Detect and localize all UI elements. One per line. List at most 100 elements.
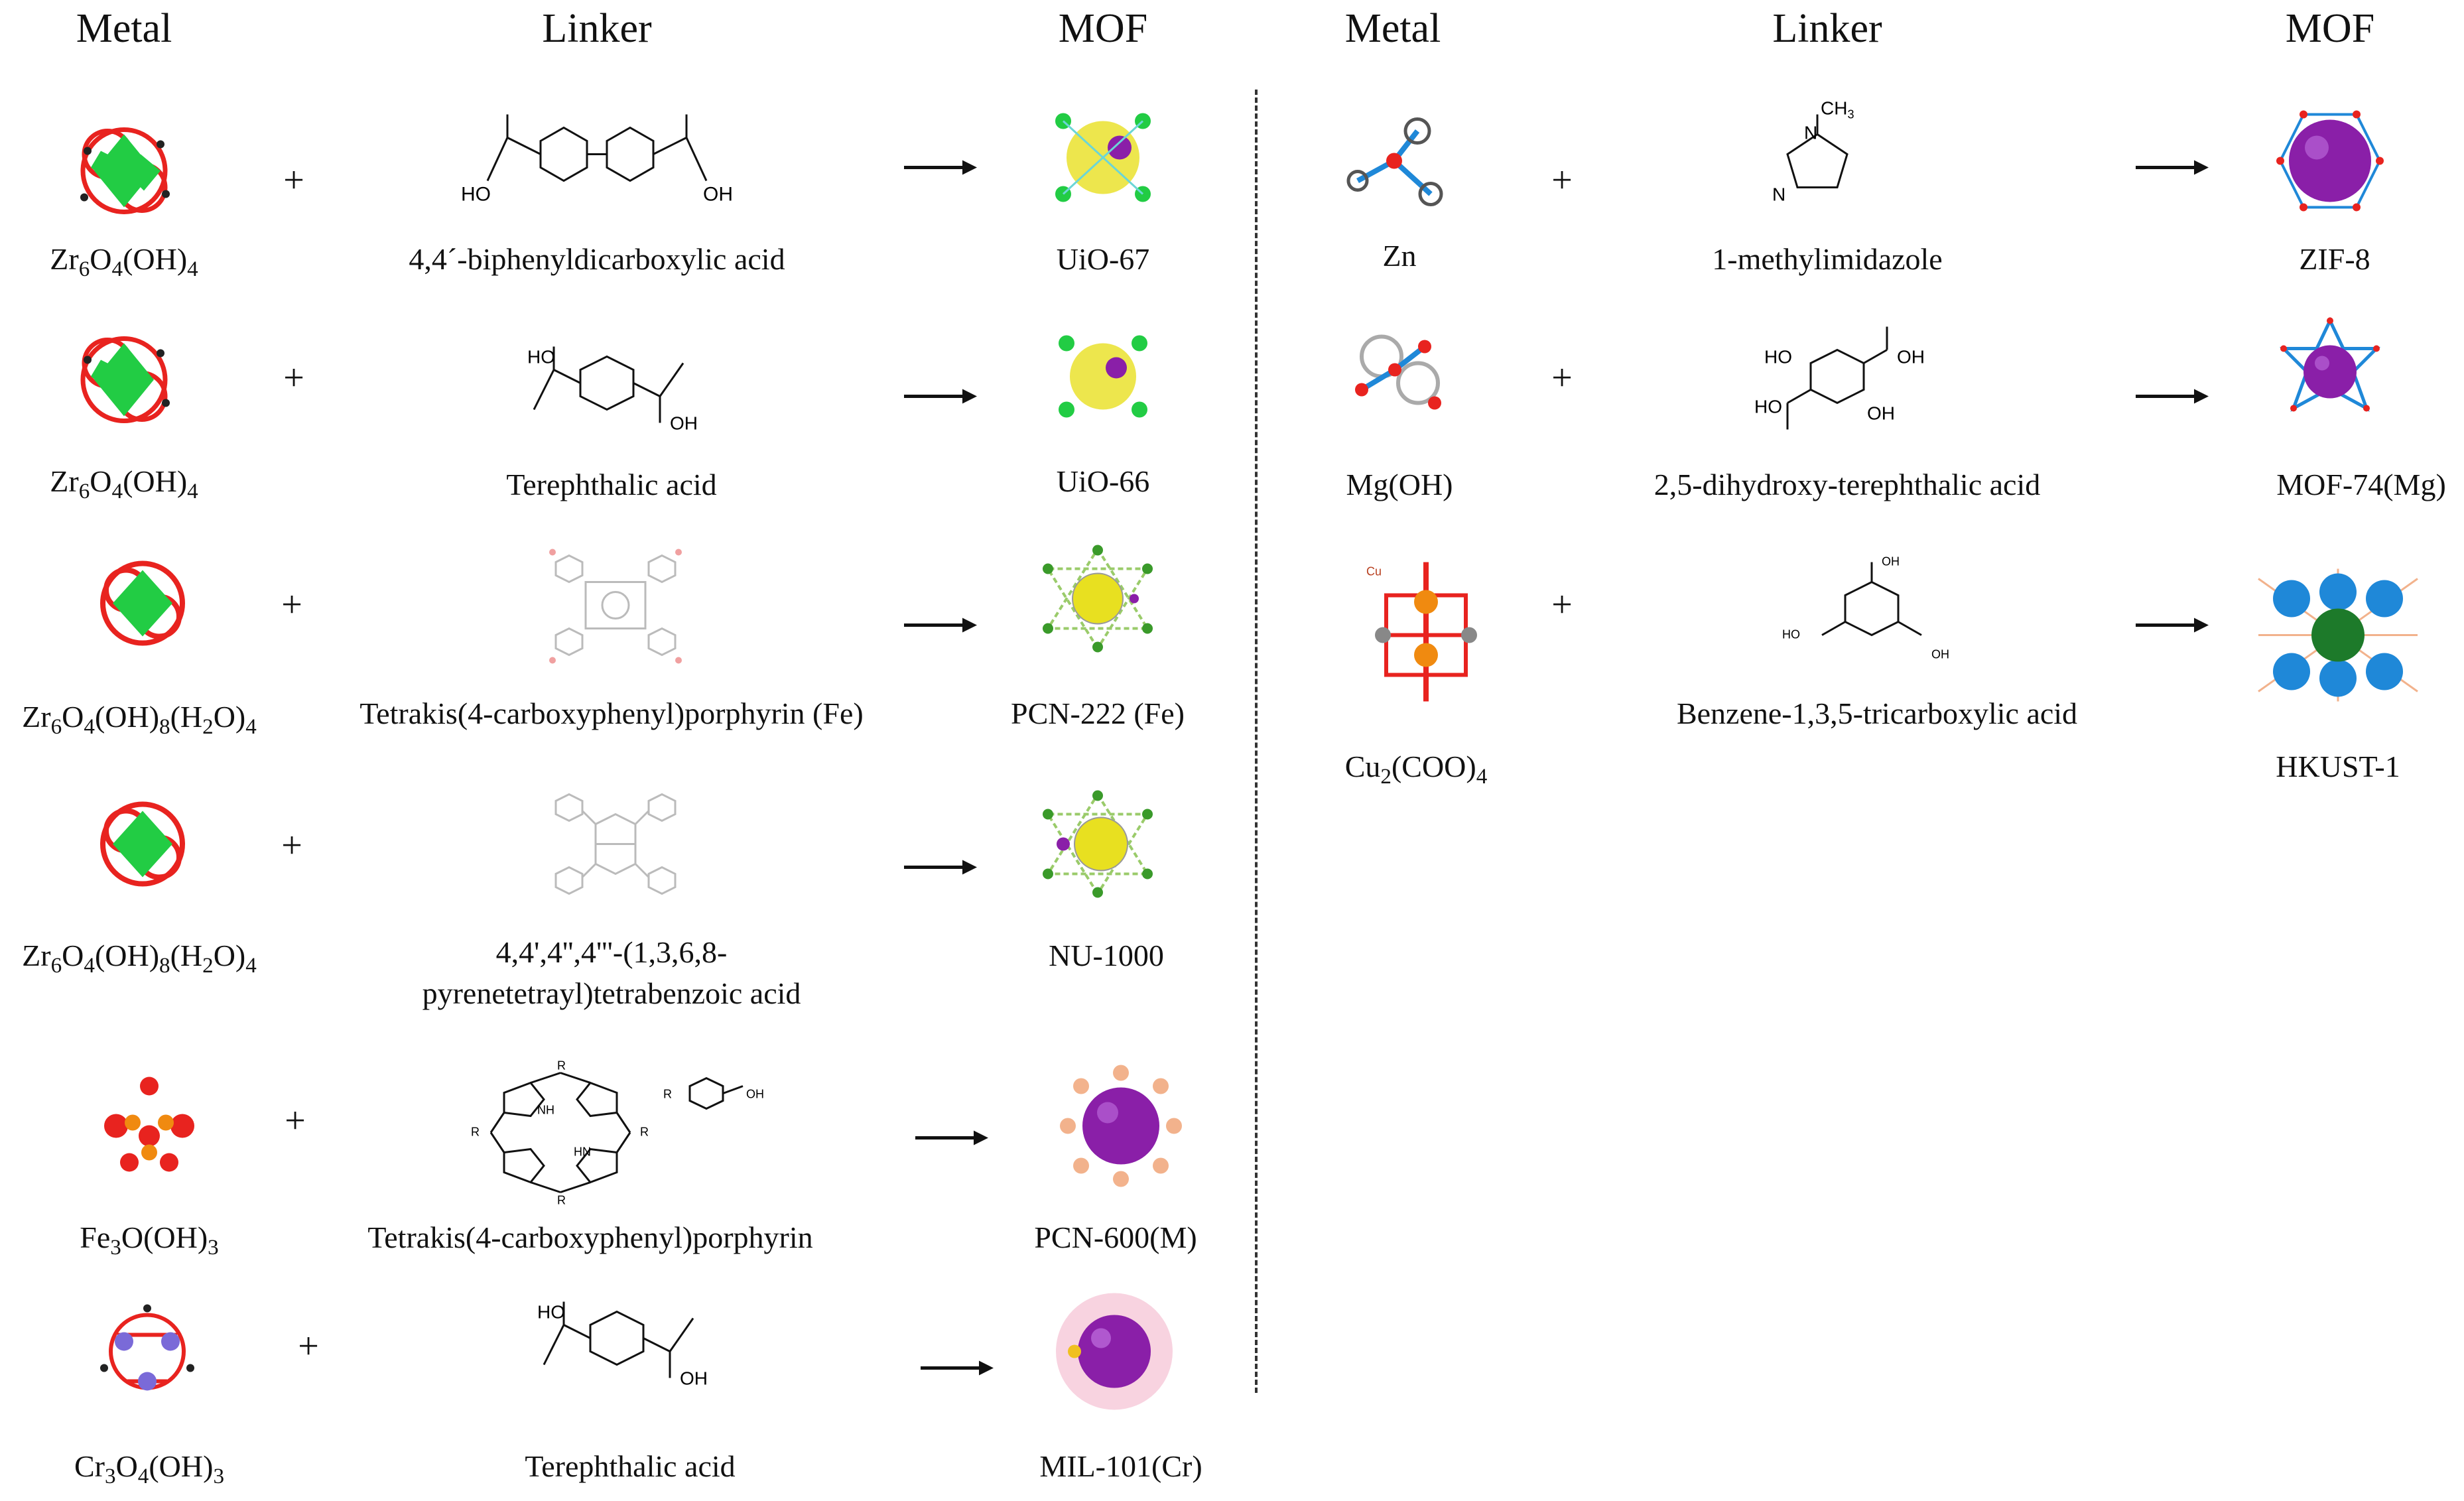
- zr-cluster-image: [83, 547, 202, 663]
- svg-text:OH: OH: [1931, 648, 1949, 661]
- metal-label: Zr6O4(OH)4: [50, 464, 198, 504]
- plus-sign: +: [283, 358, 304, 399]
- svg-text:R: R: [557, 1060, 566, 1073]
- header-mof-right: MOF: [2285, 6, 2375, 51]
- reaction-arrow: [2136, 616, 2209, 639]
- mof-label: ZIF-8: [2299, 242, 2370, 276]
- plus-sign: +: [281, 584, 302, 625]
- terephthalic-acid-structure: HO OH: [487, 334, 726, 443]
- dihydroxy-terephthalic-acid-structure: HO OH HO OH: [1718, 320, 1957, 450]
- svg-text:R: R: [557, 1194, 566, 1206]
- fe-cluster-image: [93, 1070, 206, 1186]
- svg-text:HO: HO: [537, 1302, 565, 1323]
- mg-cluster-image: [1335, 317, 1455, 433]
- linker-label: 1-methylimidazole: [1712, 242, 1943, 276]
- plus-sign: +: [298, 1326, 319, 1367]
- linker-label: 4,4´-biphenyldicarboxylic acid: [409, 242, 785, 276]
- svg-text:R: R: [663, 1088, 672, 1101]
- svg-text:OH: OH: [1897, 347, 1925, 367]
- mof-label: MOF-74(Mg): [2276, 468, 2446, 501]
- svg-text:OH: OH: [703, 184, 733, 206]
- svg-text:OH: OH: [746, 1088, 764, 1101]
- linker-label: Terephthalic acid: [506, 468, 717, 501]
- mof-label: PCN-222 (Fe): [1011, 696, 1185, 730]
- svg-text:OH: OH: [1867, 403, 1895, 424]
- metal-label: Cr3O4(OH)3: [74, 1449, 224, 1489]
- plus-sign: +: [281, 825, 302, 866]
- svg-text:HO: HO: [1782, 628, 1800, 641]
- pyrene-tetrabenzoic-acid-structure: [516, 781, 715, 911]
- svg-text:NH: NH: [537, 1104, 554, 1117]
- zr-cluster-image: [83, 788, 202, 904]
- svg-text:OH: OH: [1882, 555, 1900, 568]
- linker-label: Benzene-1,3,5-tricarboxylic acid: [1676, 696, 2078, 730]
- mof-label: PCN-600(M): [1034, 1220, 1197, 1254]
- svg-text:HO: HO: [527, 347, 555, 367]
- zif-8-structure: [2270, 101, 2390, 224]
- header-metal-right: Metal: [1344, 6, 1441, 51]
- biphenyl-dicarboxylic-acid-structure: HO OH: [441, 108, 753, 218]
- plus-sign: +: [1551, 584, 1573, 625]
- svg-text:HO: HO: [1754, 397, 1782, 417]
- svg-text:Cu: Cu: [1366, 565, 1382, 578]
- zn-cluster-image: [1338, 108, 1457, 224]
- svg-text:HO: HO: [1764, 347, 1792, 367]
- plus-sign: +: [1551, 358, 1573, 399]
- terephthalic-acid-structure: HO OH: [497, 1289, 736, 1398]
- header-linker-right: Linker: [1772, 6, 1882, 51]
- svg-text:HO: HO: [461, 184, 491, 206]
- plus-sign: +: [285, 1100, 306, 1142]
- linker-label: Tetrakis(4-carboxyphenyl)porphyrin: [367, 1220, 813, 1254]
- plus-sign: +: [1551, 160, 1573, 201]
- reaction-arrow: [904, 387, 977, 410]
- metal-label: Cu2(COO)4: [1344, 750, 1488, 789]
- cu-paddlewheel-image: Cu: [1360, 543, 1492, 718]
- header-metal-left: Metal: [76, 6, 172, 51]
- linker-label: 2,5-dihydroxy-terephthalic acid: [1653, 468, 2041, 501]
- metal-label: Zr6O4(OH)8(H2O)4: [22, 939, 257, 978]
- reaction-arrow: [904, 616, 977, 639]
- svg-text:N: N: [1772, 184, 1785, 205]
- svg-text:HN: HN: [574, 1145, 591, 1159]
- metal-label: Fe3O(OH)3: [80, 1220, 219, 1260]
- reaction-arrow: [904, 858, 977, 881]
- svg-text:N: N: [1804, 123, 1817, 143]
- reaction-arrow: [2136, 387, 2209, 410]
- svg-text:R: R: [640, 1126, 649, 1139]
- mof-label: UiO-67: [1056, 242, 1150, 276]
- svg-text:R: R: [471, 1126, 480, 1139]
- porphyrin-structure: NH HN R R R R R OH: [451, 1059, 769, 1209]
- svg-text:OH: OH: [670, 413, 698, 434]
- pcn-600-structure: [1058, 1063, 1184, 1193]
- svg-text:CH3: CH3: [1821, 98, 1854, 121]
- svg-text:OH: OH: [680, 1368, 708, 1389]
- column-divider: [1255, 90, 1258, 1393]
- reaction-arrow: [915, 1128, 988, 1151]
- reaction-arrow: [2136, 158, 2209, 181]
- zr-cluster-image: [61, 115, 187, 231]
- linker-label: Tetrakis(4-carboxyphenyl)porphyrin (Fe): [359, 696, 864, 730]
- reaction-arrow: [921, 1358, 994, 1382]
- mof-label: HKUST-1: [2276, 750, 2400, 783]
- linker-label: Terephthalic acid: [525, 1449, 736, 1483]
- mof-label: MIL-101(Cr): [1039, 1449, 1202, 1483]
- reaction-arrow: [904, 158, 977, 181]
- btc-structure: OH HO OH: [1766, 549, 1978, 685]
- mof-label: UiO-66: [1056, 464, 1150, 498]
- metal-label: Zn: [1382, 239, 1417, 273]
- mof-label: NU-1000: [1049, 939, 1164, 972]
- mof-74-structure: [2270, 316, 2390, 438]
- hkust-1-structure: [2252, 566, 2424, 708]
- uio-66-structure: [1043, 320, 1163, 436]
- metal-label: Mg(OH): [1346, 468, 1453, 501]
- linker-label: 4,4',4'',4'''-(1,3,6,8- pyrenetetrayl)te…: [422, 935, 801, 1010]
- nu-1000-structure: [1038, 788, 1157, 904]
- porphyrin-fe-structure: [516, 543, 715, 672]
- methylimidazole-structure: N N CH3: [1751, 98, 1884, 214]
- uio-67-structure: [1043, 101, 1163, 218]
- header-mof-left: MOF: [1058, 6, 1148, 51]
- pcn-222-structure: [1038, 543, 1157, 659]
- mil-101-structure: [1048, 1289, 1181, 1418]
- zr-cluster-image: [61, 324, 187, 440]
- header-linker-left: Linker: [542, 6, 652, 51]
